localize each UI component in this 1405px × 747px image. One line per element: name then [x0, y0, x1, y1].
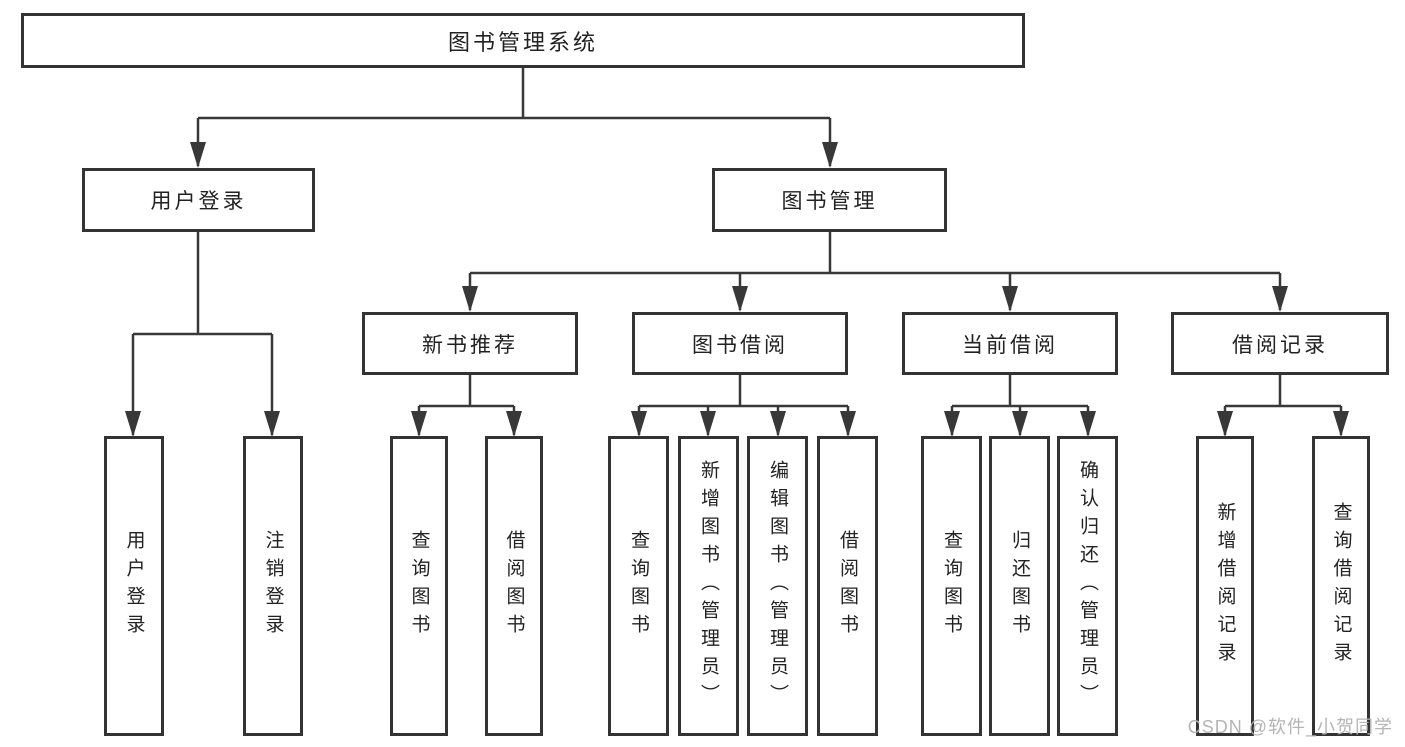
- leaf-user-login: 用户登录: [104, 436, 164, 736]
- node-label: 注销登录: [262, 530, 284, 642]
- leaf-borrow-books-recommend: 借阅图书: [485, 436, 543, 736]
- node-label: 图书管理系统: [447, 29, 598, 55]
- node-label: 图书管理: [781, 190, 878, 213]
- node-label: 借阅图书: [503, 530, 525, 642]
- leaf-query-borrow-record: 查询借阅记录: [1312, 436, 1370, 736]
- csdn-watermark: CSDN @软件_小贺同学: [1187, 717, 1393, 737]
- node-label: 新书推荐: [422, 333, 518, 357]
- leaf-borrow-books: 借阅图书: [817, 436, 878, 736]
- leaf-query-books-borrow: 查询图书: [608, 436, 669, 736]
- node-label: 确认归还（管理员）: [1077, 460, 1098, 712]
- node-label: 归还图书: [1009, 530, 1030, 642]
- leaf-add-borrow-record: 新增借阅记录: [1196, 436, 1254, 736]
- node-current-borrowing: 当前借阅: [902, 312, 1118, 375]
- node-user-login: 用户登录: [82, 168, 315, 232]
- node-label: 查询图书: [408, 530, 430, 642]
- node-new-book-recommend: 新书推荐: [362, 312, 578, 375]
- node-book-borrowing: 图书借阅: [632, 312, 848, 375]
- node-label: 新增借阅记录: [1214, 502, 1236, 670]
- node-label: 用户登录: [150, 190, 247, 213]
- leaf-confirm-return-admin: 确认归还（管理员）: [1057, 436, 1118, 736]
- leaf-query-books-current: 查询图书: [921, 436, 982, 736]
- node-label: 查询图书: [941, 530, 962, 642]
- leaf-logout: 注销登录: [243, 436, 303, 736]
- node-label: 借阅记录: [1232, 333, 1328, 357]
- leaf-query-books-recommend: 查询图书: [390, 436, 448, 736]
- node-label: 用户登录: [123, 530, 145, 642]
- node-label: 编辑图书（管理员）: [767, 460, 788, 712]
- node-label: 图书借阅: [692, 333, 788, 357]
- node-label: 新增图书（管理员）: [698, 460, 719, 712]
- leaf-return-book: 归还图书: [989, 436, 1050, 736]
- node-borrowing-records: 借阅记录: [1171, 312, 1389, 375]
- node-label: 当前借阅: [962, 333, 1058, 357]
- node-label: 查询图书: [628, 530, 649, 642]
- node-library-management-system: 图书管理系统: [21, 13, 1025, 68]
- node-book-management: 图书管理: [712, 168, 947, 232]
- node-label: 借阅图书: [837, 530, 858, 642]
- leaf-edit-book-admin: 编辑图书（管理员）: [747, 436, 808, 736]
- leaf-add-book-admin: 新增图书（管理员）: [678, 436, 739, 736]
- node-label: 查询借阅记录: [1330, 502, 1352, 670]
